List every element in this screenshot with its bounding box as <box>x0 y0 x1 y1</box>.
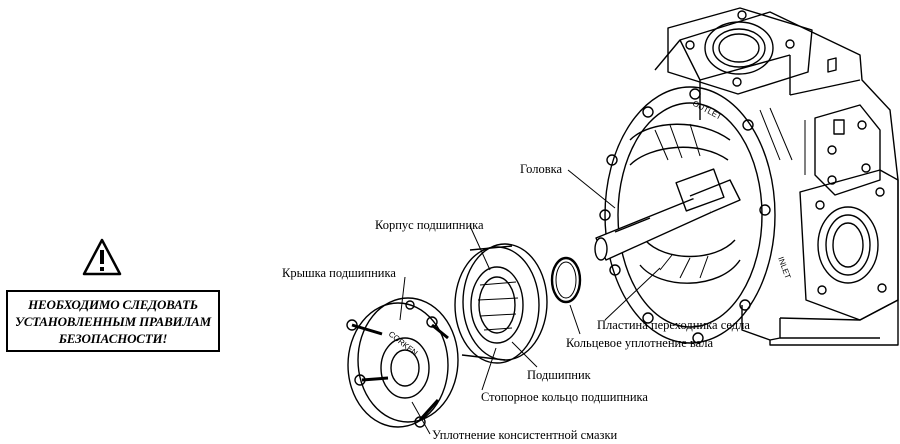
label-bearing-cap: Крышка подшипника <box>282 266 396 280</box>
corken-stamp: CORKEN <box>387 329 420 357</box>
pump-shaft <box>594 168 741 261</box>
warning-line-2: УСТАНОВЛЕННЫМ ПРАВИЛАМ <box>14 313 211 329</box>
label-bearing: Подшипник <box>527 368 591 382</box>
warning-line-3: БЕЗОПАСНОСТИ! <box>58 330 168 346</box>
label-adapter-plate: Пластина переходника седла <box>597 318 750 332</box>
label-bearing-retainer: Стопорное кольцо подшипника <box>481 390 648 404</box>
warning-triangle-icon <box>82 238 122 276</box>
shaft-oring <box>550 256 582 304</box>
label-head: Головка <box>520 162 563 176</box>
bearing-housing <box>454 243 548 364</box>
safety-warning-box: НЕОБХОДИМО СЛЕДОВАТЬ УСТАНОВЛЕННЫМ ПРАВИ… <box>6 290 220 352</box>
inlet-stamp: INLET <box>776 256 792 280</box>
pump-head <box>599 86 776 344</box>
warning-line-1: НЕОБХОДИМО СЛЕДОВАТЬ <box>28 296 198 312</box>
label-grease-seal: Уплотнение консистентной смазки <box>432 428 618 442</box>
label-shaft-oring: Кольцевое уплотнение вала <box>566 336 714 350</box>
outlet-stamp: OUTLET <box>691 99 723 122</box>
label-bearing-housing: Корпус подшипника <box>375 218 484 232</box>
bearing-cap <box>346 297 459 428</box>
pump-body <box>654 7 899 346</box>
